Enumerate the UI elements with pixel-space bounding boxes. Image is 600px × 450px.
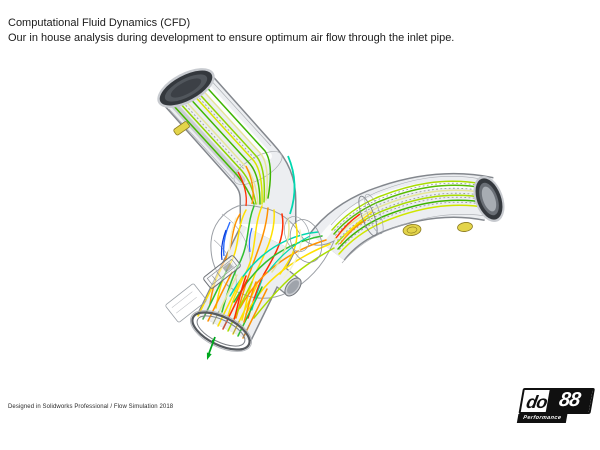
do88-badge [203,255,241,289]
sensor-fittings [173,121,473,236]
outlet-opening [190,310,252,352]
page-subtitle: Our in house analysis during development… [8,32,455,44]
flow-direction-arrow [206,336,216,360]
port-opening [284,277,302,297]
left-inlet-opening [157,68,215,108]
do88-logo: do 88 Performance [516,388,595,423]
wireframe-plate [165,283,207,323]
logo-text-88: 88 [545,389,593,412]
do88-logo-box: do 88 [518,388,595,414]
pipe-details [157,68,505,360]
junction-body [210,204,335,299]
credit-note: Designed in Solidworks Professional / Fl… [8,404,174,410]
header: Computational Fluid Dynamics (CFD) Our i… [8,16,454,46]
logo-tagline: Performance [516,414,568,423]
page-title: Computational Fluid Dynamics (CFD) [8,17,191,29]
right-inlet-opening [473,175,505,223]
streamlines [172,80,490,339]
